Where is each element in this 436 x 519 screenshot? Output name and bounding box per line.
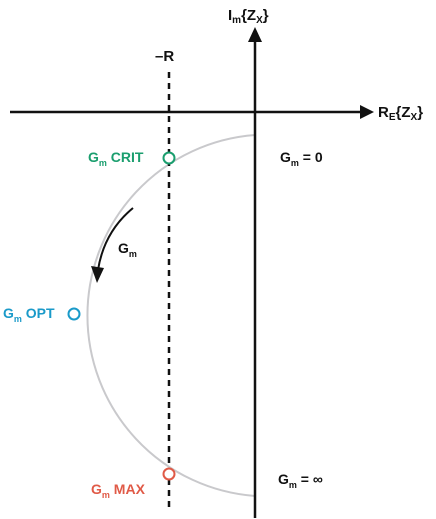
gm-direction-arrowhead <box>91 266 104 283</box>
imag-axis-arrowhead <box>248 27 262 42</box>
gm-direction-arrow <box>97 207 134 271</box>
gm-crit-label: Gm CRIT <box>88 149 144 168</box>
locus-arc <box>86 134 256 497</box>
gm-opt-point <box>67 307 81 321</box>
real-axis-arrowhead <box>360 105 374 119</box>
gm-arrow-label: Gm <box>118 240 137 259</box>
neg-r-label: –R <box>155 48 174 65</box>
gm-infinity-label: Gm = ∞ <box>278 471 323 490</box>
gm-max-label: Gm MAX <box>91 481 146 500</box>
real-axis-label: RE{ZX} <box>378 104 423 123</box>
gm-crit-point <box>162 151 176 165</box>
imag-axis-label: Im{ZX} <box>228 7 269 26</box>
gm-opt-label: Gm OPT <box>3 305 55 324</box>
gm-max-point <box>162 467 176 481</box>
gm-zero-label: Gm = 0 <box>280 149 323 168</box>
